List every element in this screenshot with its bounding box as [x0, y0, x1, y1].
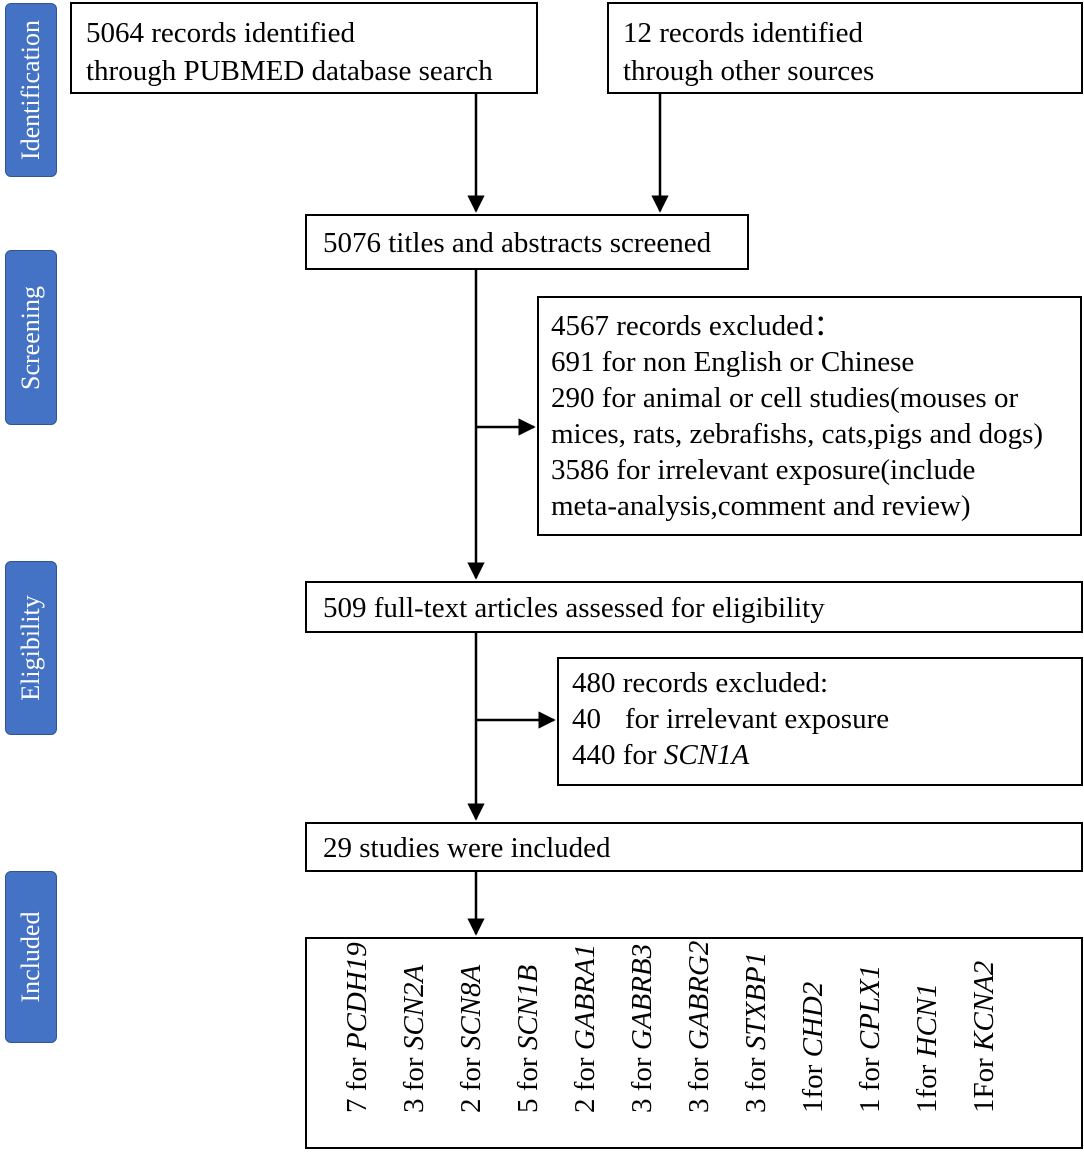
count: 40 — [572, 703, 601, 735]
gene-count: 3 for SCN2A — [398, 964, 430, 1113]
box-text-line: 290 for animal or cell studies(mouses or — [551, 382, 1019, 414]
box-text-line: through other sources — [623, 55, 875, 87]
box-text-line: 12 records identified — [623, 17, 863, 49]
gene-count: 2 for SCN8A — [455, 964, 487, 1113]
gene-breakdown-box: 7 for PCDH19 3 for SCN2A 2 for SCN8A 5 f… — [305, 937, 1083, 1149]
box-text-line: 3586 for irrelevant exposure(include — [551, 454, 976, 486]
stage-eligibility: Eligibility — [5, 561, 57, 735]
stage-included: Included — [5, 871, 57, 1043]
box-text-line: 691 for non English or Chinese — [551, 346, 915, 378]
box-text-line: meta-analysis,comment and review) — [551, 490, 971, 522]
box-text-line: 29 studies were included — [323, 832, 611, 864]
box-text-line: 440 for SCN1A — [572, 737, 1081, 773]
reason: for irrelevant exposure — [625, 703, 890, 735]
box-text-line: 5076 titles and abstracts screened — [323, 227, 712, 259]
gene-count: 1 for CPLX1 — [854, 964, 886, 1113]
screening-excluded-box: 4567 records excluded： 691 for non Engli… — [537, 296, 1082, 536]
box-text-line: 40 for irrelevant exposure — [572, 701, 1081, 737]
box-text-line: 5064 records identified — [86, 17, 355, 49]
gene-count: 1For KCNA2 — [968, 960, 1000, 1113]
gene-count: 1for CHD2 — [797, 981, 829, 1113]
gene-count: 3 for STXBP1 — [740, 951, 772, 1113]
gene-count: 5 for SCN1B — [512, 964, 544, 1113]
box-heading: 4567 records excluded： — [551, 310, 843, 342]
gene-count: 3 for GABRG2 — [683, 940, 715, 1113]
eligibility-excluded-box: 480 records excluded: 40 for irrelevant e… — [557, 657, 1083, 786]
gene-count: 1for HCN1 — [911, 983, 943, 1113]
box-text-line: through PUBMED database search — [86, 55, 493, 87]
box-text-line: mices, rats, zebrafishs, cats,pigs and d… — [551, 418, 1044, 450]
prefix: 440 for — [572, 739, 664, 771]
gene-count: 2 for GABRA1 — [569, 943, 601, 1113]
pubmed-records-box: 5064 records identified through PUBMED d… — [70, 2, 538, 94]
gene-count: 3 for GABRB3 — [626, 943, 658, 1113]
other-sources-box: 12 records identified through other sour… — [607, 2, 1083, 94]
box-text-line: 509 full-text articles assessed for elig… — [323, 592, 825, 624]
gene-name: SCN1A — [663, 739, 750, 771]
included-box: 29 studies were included — [305, 822, 1083, 872]
assessed-box: 509 full-text articles assessed for elig… — [305, 581, 1083, 633]
screened-box: 5076 titles and abstracts screened — [305, 214, 749, 270]
stage-identification: Identification — [5, 3, 57, 177]
stage-screening: Screening — [5, 250, 57, 425]
gene-count: 7 for PCDH19 — [341, 942, 373, 1113]
box-heading: 480 records excluded: — [572, 667, 829, 699]
